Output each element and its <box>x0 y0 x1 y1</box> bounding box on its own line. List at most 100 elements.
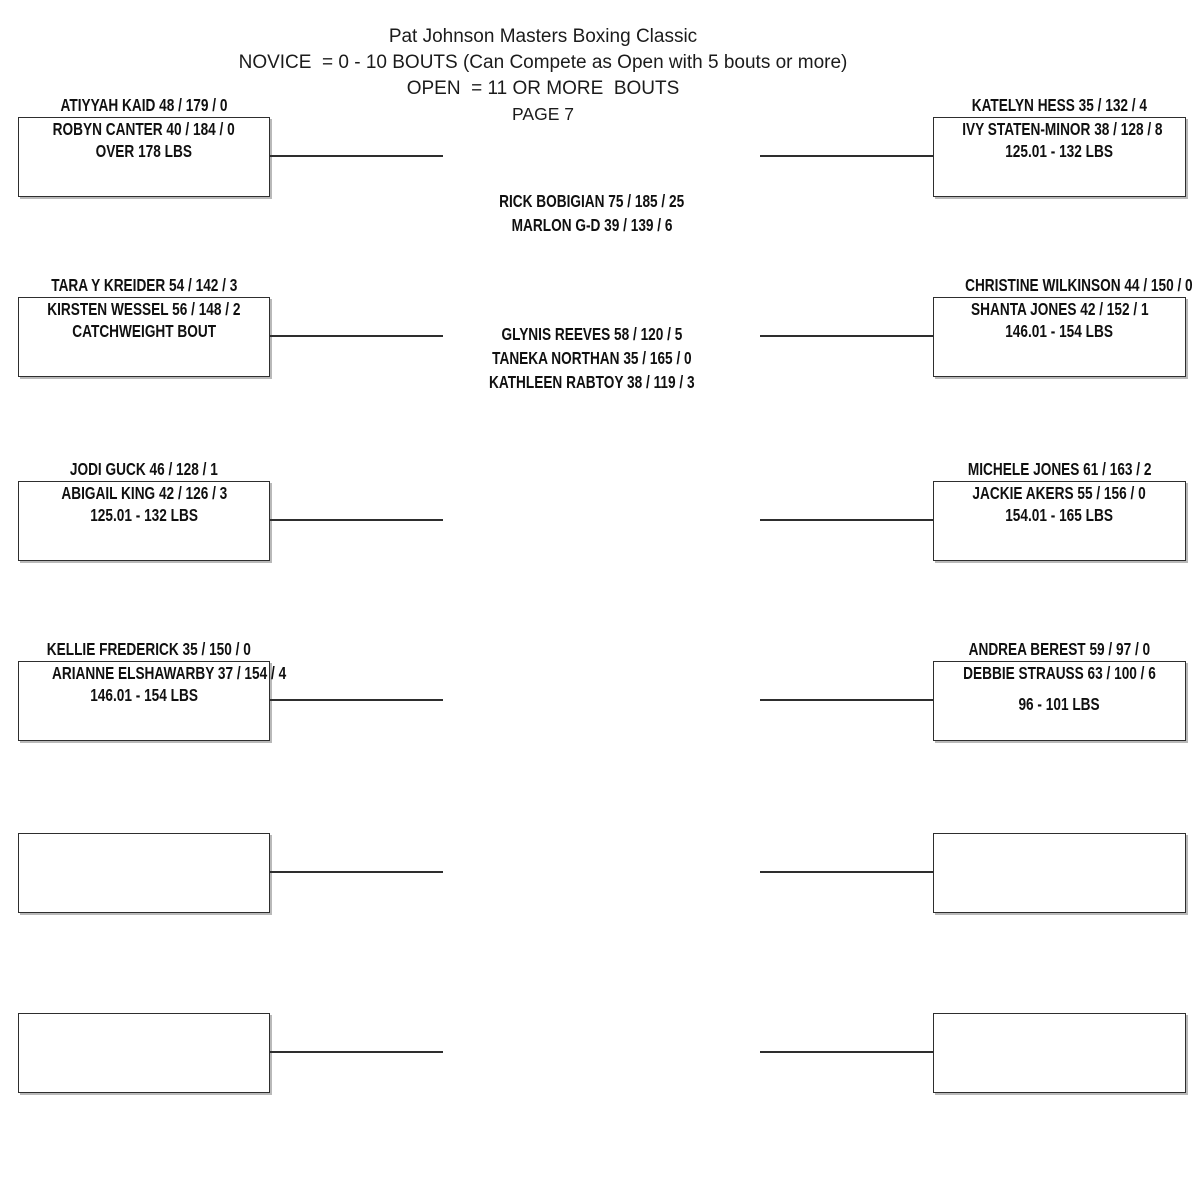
center-note-2: GLYNIS REEVES 58 / 120 / 5 TANEKA NORTHAN… <box>442 323 742 395</box>
weight-class-label-text: 125.01 - 132 LBS <box>1005 141 1114 161</box>
opponent-boxer-name <box>934 1015 1185 1036</box>
novice-rule: NOVICE = 0 - 10 BOUTS (Can Compete as Op… <box>238 52 848 73</box>
opponent-boxer-name-text: ABIGAIL KING 42 / 126 / 3 <box>61 483 227 503</box>
connector-line-right-2 <box>760 335 933 337</box>
weight-class-label-text: 125.01 - 132 LBS <box>90 505 198 525</box>
connector-line-left-5 <box>270 871 443 873</box>
weight-class-label-text: 96 - 101 LBS <box>1018 694 1101 714</box>
weight-class-label <box>19 1036 269 1057</box>
opponent-boxer-name-text: KIRSTEN WESSEL 56 / 148 / 2 <box>47 299 241 319</box>
weight-class-label: 125.01 - 132 LBS <box>19 505 269 527</box>
opponent-boxer-name: DEBBIE STRAUSS 63 / 100 / 6 <box>934 663 1185 685</box>
weight-class-label-text: CATCHWEIGHT BOUT <box>72 321 216 341</box>
opponent-boxer-name-text: ROBYN CANTER 40 / 184 / 0 <box>52 119 236 139</box>
seed-boxer-name-text: JODI GUCK 46 / 128 / 1 <box>70 459 218 479</box>
seed-boxer-name-text: MICHELE JONES 61 / 163 / 2 <box>967 459 1152 479</box>
seed-boxer-name <box>933 991 1186 1012</box>
weight-class-label-text: OVER 178 LBS <box>95 141 193 161</box>
opponent-boxer-name <box>19 1015 269 1036</box>
connector-line-right-3 <box>760 519 933 521</box>
opponent-boxer-name <box>19 835 269 856</box>
center-note-boxer-name: MARLON G-D 39 / 139 / 6 <box>442 214 742 238</box>
weight-class-label: CATCHWEIGHT BOUT <box>19 321 269 343</box>
center-note-boxer-name-text: GLYNIS REEVES 58 / 120 / 5 <box>501 324 683 344</box>
center-note-1: RICK BOBIGIAN 75 / 185 / 25 MARLON G-D 39… <box>442 190 742 238</box>
seed-boxer-name: KELLIE FREDERICK 35 / 150 / 0 <box>18 639 270 660</box>
center-note-boxer-name: TANEKA NORTHAN 35 / 165 / 0 <box>442 347 742 371</box>
seed-boxer-name-text: KELLIE FREDERICK 35 / 150 / 0 <box>46 639 251 659</box>
weight-class-label-text: 146.01 - 154 LBS <box>1005 321 1114 341</box>
match-box-right-6 <box>933 1013 1186 1093</box>
weight-class-label: 96 - 101 LBS <box>934 694 1185 716</box>
connector-line-left-2 <box>270 335 443 337</box>
match-box-right-5 <box>933 833 1186 913</box>
weight-class-label: 146.01 - 154 LBS <box>19 685 269 707</box>
center-note-boxer-name-text: TANEKA NORTHAN 35 / 165 / 0 <box>492 348 692 368</box>
seed-boxer-name-text: CHRISTINE WILKINSON 44 / 150 / 0 <box>965 275 1193 295</box>
seed-boxer-name: JODI GUCK 46 / 128 / 1 <box>18 459 270 480</box>
weight-class-label: OVER 178 LBS <box>19 141 269 163</box>
opponent-boxer-name-text: DEBBIE STRAUSS 63 / 100 / 6 <box>963 663 1156 683</box>
opponent-boxer-name: SHANTA JONES 42 / 152 / 1 <box>934 299 1185 321</box>
connector-line-right-4 <box>760 699 933 701</box>
connector-line-left-6 <box>270 1051 443 1053</box>
seed-boxer-name: MICHELE JONES 61 / 163 / 2 <box>933 459 1186 480</box>
weight-class-label: 154.01 - 165 LBS <box>934 505 1185 527</box>
weight-class-label: 146.01 - 154 LBS <box>934 321 1185 343</box>
seed-boxer-name <box>18 811 270 832</box>
seed-boxer-name-text: ATIYYAH KAID 48 / 179 / 0 <box>60 95 228 115</box>
seed-boxer-name: TARA Y KREIDER 54 / 142 / 3 <box>18 275 270 296</box>
seed-boxer-name <box>933 811 1186 832</box>
event-title: Pat Johnson Masters Boxing Classic <box>388 26 698 47</box>
seed-boxer-name: KATELYN HESS 35 / 132 / 4 <box>933 95 1186 116</box>
center-note-boxer-name-text: RICK BOBIGIAN 75 / 185 / 25 <box>499 191 685 211</box>
seed-boxer-name-text: TARA Y KREIDER 54 / 142 / 3 <box>50 275 238 295</box>
page-header: Pat Johnson Masters Boxing Classic NOVIC… <box>143 24 943 127</box>
weight-class-label <box>934 1036 1185 1057</box>
connector-line-left-4 <box>270 699 443 701</box>
match-box-left-6 <box>18 1013 270 1093</box>
center-note-boxer-name: GLYNIS REEVES 58 / 120 / 5 <box>442 323 742 347</box>
opponent-boxer-name-text: IVY STATEN-MINOR 38 / 128 / 8 <box>962 119 1163 139</box>
opponent-boxer-name-text: JACKIE AKERS 55 / 156 / 0 <box>972 483 1147 503</box>
seed-boxer-name-text: ANDREA BEREST 59 / 97 / 0 <box>968 639 1151 659</box>
connector-line-right-5 <box>760 871 933 873</box>
weight-class-label: 125.01 - 132 LBS <box>934 141 1185 163</box>
connector-line-right-6 <box>760 1051 933 1053</box>
seed-boxer-name <box>18 991 270 1012</box>
connector-line-right-1 <box>760 155 933 157</box>
opponent-boxer-name-text: ARIANNE ELSHAWARBY 37 / 154 / 4 <box>52 663 287 683</box>
center-note-boxer-name: KATHLEEN RABTOY 38 / 119 / 3 <box>442 371 742 395</box>
opponent-boxer-name-text: SHANTA JONES 42 / 152 / 1 <box>970 299 1149 319</box>
match-box-left-5 <box>18 833 270 913</box>
opponent-boxer-name: IVY STATEN-MINOR 38 / 128 / 8 <box>934 119 1185 141</box>
page-number: PAGE 7 <box>512 104 574 124</box>
center-note-boxer-name-text: MARLON G-D 39 / 139 / 6 <box>511 215 673 235</box>
seed-boxer-name: ATIYYAH KAID 48 / 179 / 0 <box>18 95 270 116</box>
opponent-boxer-name <box>934 835 1185 856</box>
opponent-boxer-name: ARIANNE ELSHAWARBY 37 / 154 / 4 <box>19 663 286 685</box>
weight-class-label-text: 146.01 - 154 LBS <box>90 685 198 705</box>
weight-class-label <box>934 856 1185 877</box>
connector-line-left-3 <box>270 519 443 521</box>
connector-line-left-1 <box>270 155 443 157</box>
weight-class-label-text: 154.01 - 165 LBS <box>1005 505 1114 525</box>
center-note-boxer-name: RICK BOBIGIAN 75 / 185 / 25 <box>442 190 742 214</box>
center-note-boxer-name-text: KATHLEEN RABTOY 38 / 119 / 3 <box>489 372 695 392</box>
seed-boxer-name-text: KATELYN HESS 35 / 132 / 4 <box>971 95 1148 115</box>
weight-class-label <box>19 856 269 877</box>
seed-boxer-name: CHRISTINE WILKINSON 44 / 150 / 0 <box>933 275 1193 296</box>
opponent-boxer-name: ROBYN CANTER 40 / 184 / 0 <box>19 119 269 141</box>
opponent-boxer-name: JACKIE AKERS 55 / 156 / 0 <box>934 483 1185 505</box>
open-rule: OPEN = 11 OR MORE BOUTS <box>406 78 680 99</box>
opponent-boxer-name: ABIGAIL KING 42 / 126 / 3 <box>19 483 269 505</box>
opponent-boxer-name: KIRSTEN WESSEL 56 / 148 / 2 <box>19 299 269 321</box>
